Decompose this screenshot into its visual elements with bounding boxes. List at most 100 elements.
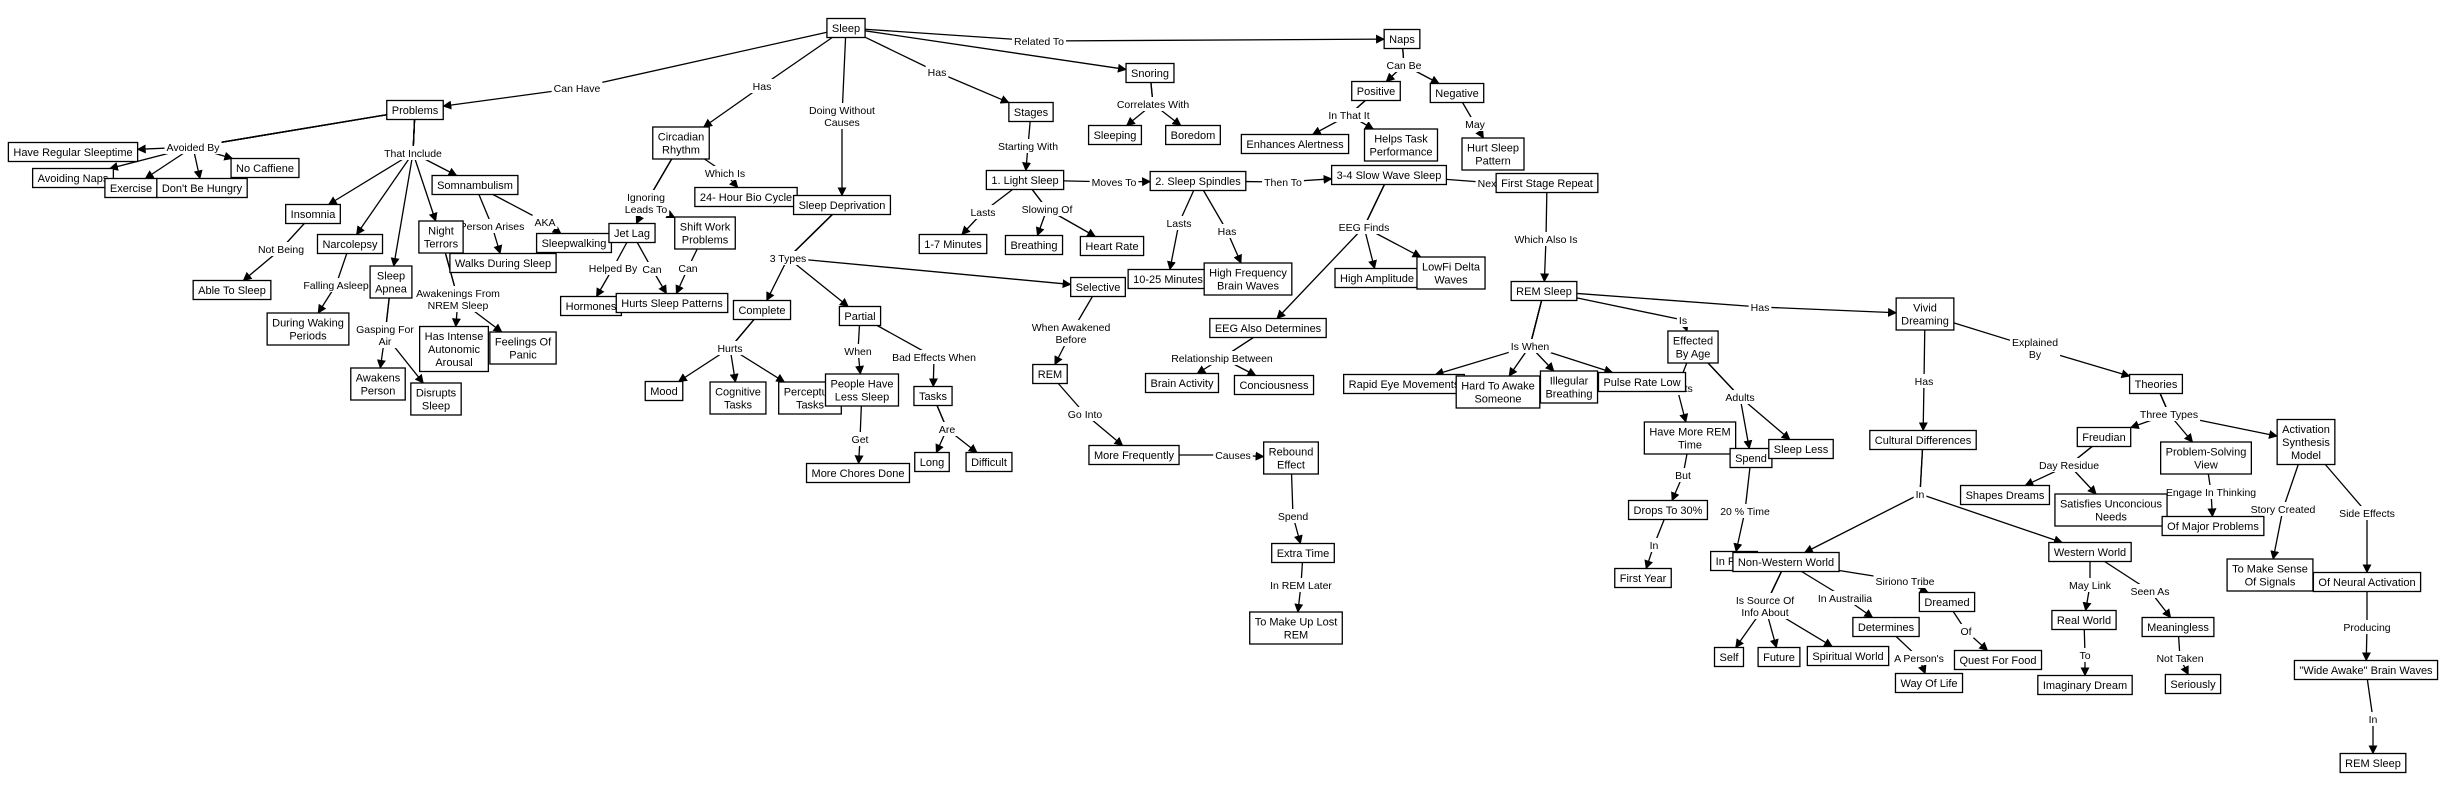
link-label-day-residue: Day Residue — [2036, 458, 2102, 472]
link-text: In REM Later — [1270, 580, 1332, 592]
link-text: Of — [1960, 626, 1971, 638]
node-narcolepsy: Narcolepsy — [316, 233, 384, 255]
link-text: But — [1675, 470, 1691, 482]
node-text: Insomnia — [291, 209, 337, 221]
link-text: Hurts — [717, 343, 742, 355]
link-text: Not Being — [258, 244, 304, 256]
node-text: Dreamed — [1924, 597, 1969, 609]
node-text: Problem-Solving — [2166, 447, 2247, 459]
node-text: Rhythm — [662, 145, 700, 157]
node-text: Feelings Of — [495, 337, 552, 349]
node-rapid-eye-movements: Rapid Eye Movements — [1343, 373, 1465, 395]
edge-arrow — [390, 152, 414, 267]
node-text: Autonomic — [428, 344, 480, 356]
link-text: Has — [1218, 226, 1237, 238]
node-high-amplitude: High Amplitude — [1334, 267, 1420, 289]
link-text: In — [1916, 489, 1925, 501]
node-sleep-spindles: 2. Sleep Spindles — [1149, 170, 1247, 192]
node-text: Spiritual World — [1812, 651, 1883, 663]
node-text: Of Neural Activation — [2318, 577, 2415, 589]
node-text: Long — [920, 457, 944, 469]
node-text: To Make Up Lost — [1255, 617, 1338, 629]
node-text: Self — [1720, 652, 1740, 664]
node-text: 2. Sleep Spindles — [1155, 176, 1241, 188]
edge-segment — [1919, 449, 1924, 495]
node-exercise: Exercise — [104, 177, 158, 199]
node-avoiding-naps: Avoiding Naps — [31, 167, 115, 189]
edge-arrow — [412, 152, 438, 222]
node-text: 10-25 Minutes — [1133, 274, 1203, 286]
link-label-may: May — [1463, 117, 1487, 131]
link-text: Awakenings From — [416, 288, 500, 300]
node-walks-during-sleep: Walks During Sleep — [449, 252, 557, 274]
link-text: Then To — [1264, 177, 1302, 189]
node-text: Real World — [2057, 615, 2111, 627]
link-text: Air — [379, 336, 392, 348]
edge-arrow — [1276, 226, 1365, 320]
node-text: Pulse Rate Low — [1603, 377, 1680, 389]
link-text: 3 Types — [770, 253, 807, 265]
link-text: Relationship Between — [1171, 353, 1273, 365]
node-text: Drops To 30% — [1634, 505, 1703, 517]
node-text: Hard To Awake — [1461, 381, 1535, 393]
link-text: Moves To — [1092, 177, 1137, 189]
link-label-three-types-2: Three Types — [2137, 407, 2201, 421]
edge-segment — [576, 31, 828, 89]
link-label-of: Of — [1958, 624, 1974, 638]
node-text: Periods — [289, 331, 327, 343]
link-text: Info About — [1741, 607, 1788, 619]
link-label-is-when: Is When — [1508, 339, 1552, 353]
node-text: More Chores Done — [812, 468, 905, 480]
link-label-then-to: Then To — [1262, 175, 1304, 189]
link-label-is: Is — [1676, 313, 1690, 327]
node-text: Rapid Eye Movements — [1349, 379, 1460, 391]
node-hormones: Hormones — [559, 295, 623, 317]
link-label-not-being: Not Being — [255, 242, 307, 256]
link-label-which-also-is: Which Also Is — [1512, 232, 1580, 246]
link-text: Which Also Is — [1514, 234, 1577, 246]
edge-arrow — [864, 30, 1127, 73]
node-text: REM Sleep — [2345, 758, 2401, 770]
node-difficult: Difficult — [965, 451, 1013, 473]
node-boredom: Boredom — [1165, 124, 1221, 146]
link-label-in-2: In — [1913, 487, 1927, 501]
node-text: To Make Sense — [2232, 564, 2308, 576]
link-label-three-types: 3 Types — [767, 251, 809, 265]
link-text: Has — [753, 81, 772, 93]
node-text: Somnambulism — [437, 180, 513, 192]
node-text: Problems — [392, 105, 439, 117]
node-text: Model — [2291, 450, 2321, 462]
node-one-seven-minutes: 1-7 Minutes — [918, 233, 988, 255]
link-text: Slowing Of — [1022, 204, 1073, 216]
edge-segment — [865, 28, 1040, 42]
node-text: 24- Hour Bio Cycle — [700, 192, 792, 204]
edge-segment — [2324, 464, 2368, 514]
link-text: Helped By — [589, 263, 638, 275]
node-text: Way Of Life — [1900, 678, 1957, 690]
link-label-to: To — [2077, 648, 2093, 662]
edge-arrow — [2270, 508, 2284, 560]
node-text: People Have — [831, 379, 894, 391]
node-eeg-also-determines: EEG Also Determines — [1209, 317, 1327, 339]
node-text: Shift Work — [680, 222, 731, 234]
node-text: Performance — [1370, 147, 1433, 159]
link-label-producing: Producing — [2341, 620, 2393, 634]
node-text: Quest For Food — [1959, 655, 2036, 667]
link-text: Seen As — [2130, 586, 2169, 598]
link-label-seen-as: Seen As — [2128, 584, 2172, 598]
node-heart-rate: Heart Rate — [1079, 235, 1145, 257]
edge-segment — [864, 36, 938, 73]
node-insomnia: Insomnia — [285, 203, 341, 225]
link-label-a-persons: A Person's — [1892, 651, 1946, 665]
node-text: Stages — [1014, 107, 1049, 119]
